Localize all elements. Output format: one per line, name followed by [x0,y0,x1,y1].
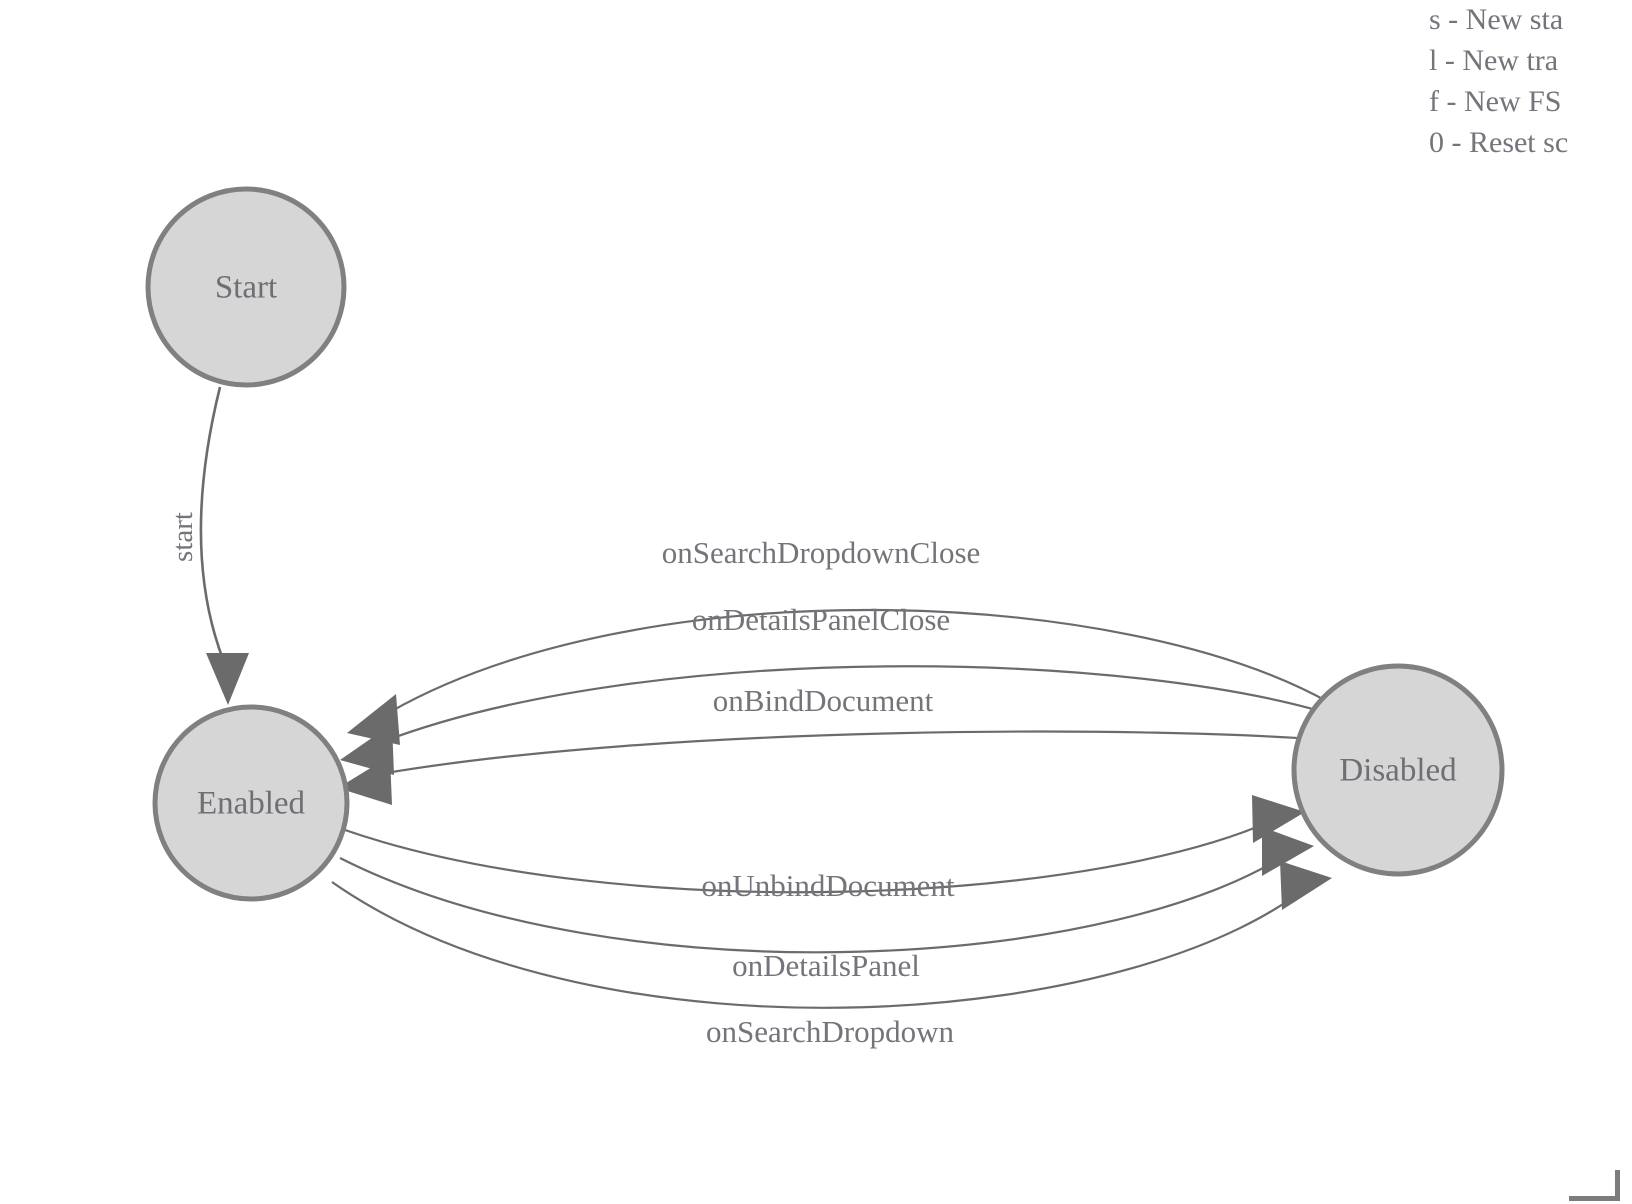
help-line-new-fsm: f - New FS [1429,85,1562,118]
state-node-start[interactable]: Start [145,186,347,388]
help-line-reset-scene: 0 - Reset sc [1429,126,1569,159]
edge-line [339,844,1301,954]
arrow-head-icon [338,756,392,805]
state-node-disabled[interactable]: Disabled [1291,663,1505,877]
edge-line [381,665,1347,744]
edge-line [379,730,1353,776]
state-circle [152,704,350,902]
state-circle [1291,663,1505,877]
transition-label-onSearchDropdown: onSearchDropdown [706,1014,954,1049]
transition-label-onUnbindDocument: onUnbindDocument [701,868,955,903]
help-line-new-state: s - New sta [1429,3,1564,36]
state-label: Start [215,270,277,306]
state-node-enabled[interactable]: Enabled [152,704,350,902]
state-label: Disabled [1339,753,1457,789]
transition-label-onDetailsPanel: onDetailsPanel [732,948,920,983]
transition-start[interactable] [199,386,249,705]
transition-onSearchDropdown[interactable] [331,861,1332,1009]
edge-line [199,386,226,663]
transition-label-start: start [167,512,199,562]
transition-label-onBindDocument: onBindDocument [713,683,934,718]
state-label: Enabled [197,786,306,822]
arrow-head-icon [1280,861,1332,910]
help-shortcuts-panel: s - New sta l - New tra f - New FS 0 - R… [1429,0,1568,163]
transition-onDetailsPanel[interactable] [339,827,1314,954]
help-line-new-transition: l - New tra [1429,44,1559,77]
edge-line [344,811,1291,894]
transition-label-onSearchDropdownClose: onSearchDropdownClose [662,535,981,570]
state-circle [145,186,347,388]
transition-label-onDetailsPanelClose: onDetailsPanelClose [692,602,950,637]
arrow-head-icon [1262,827,1314,876]
arrow-head-icon [206,653,249,705]
transition-onBindDocument[interactable] [338,730,1353,805]
resize-handle-icon[interactable] [1569,1170,1620,1201]
edge-line [331,875,1321,1009]
edge-line [389,608,1331,713]
